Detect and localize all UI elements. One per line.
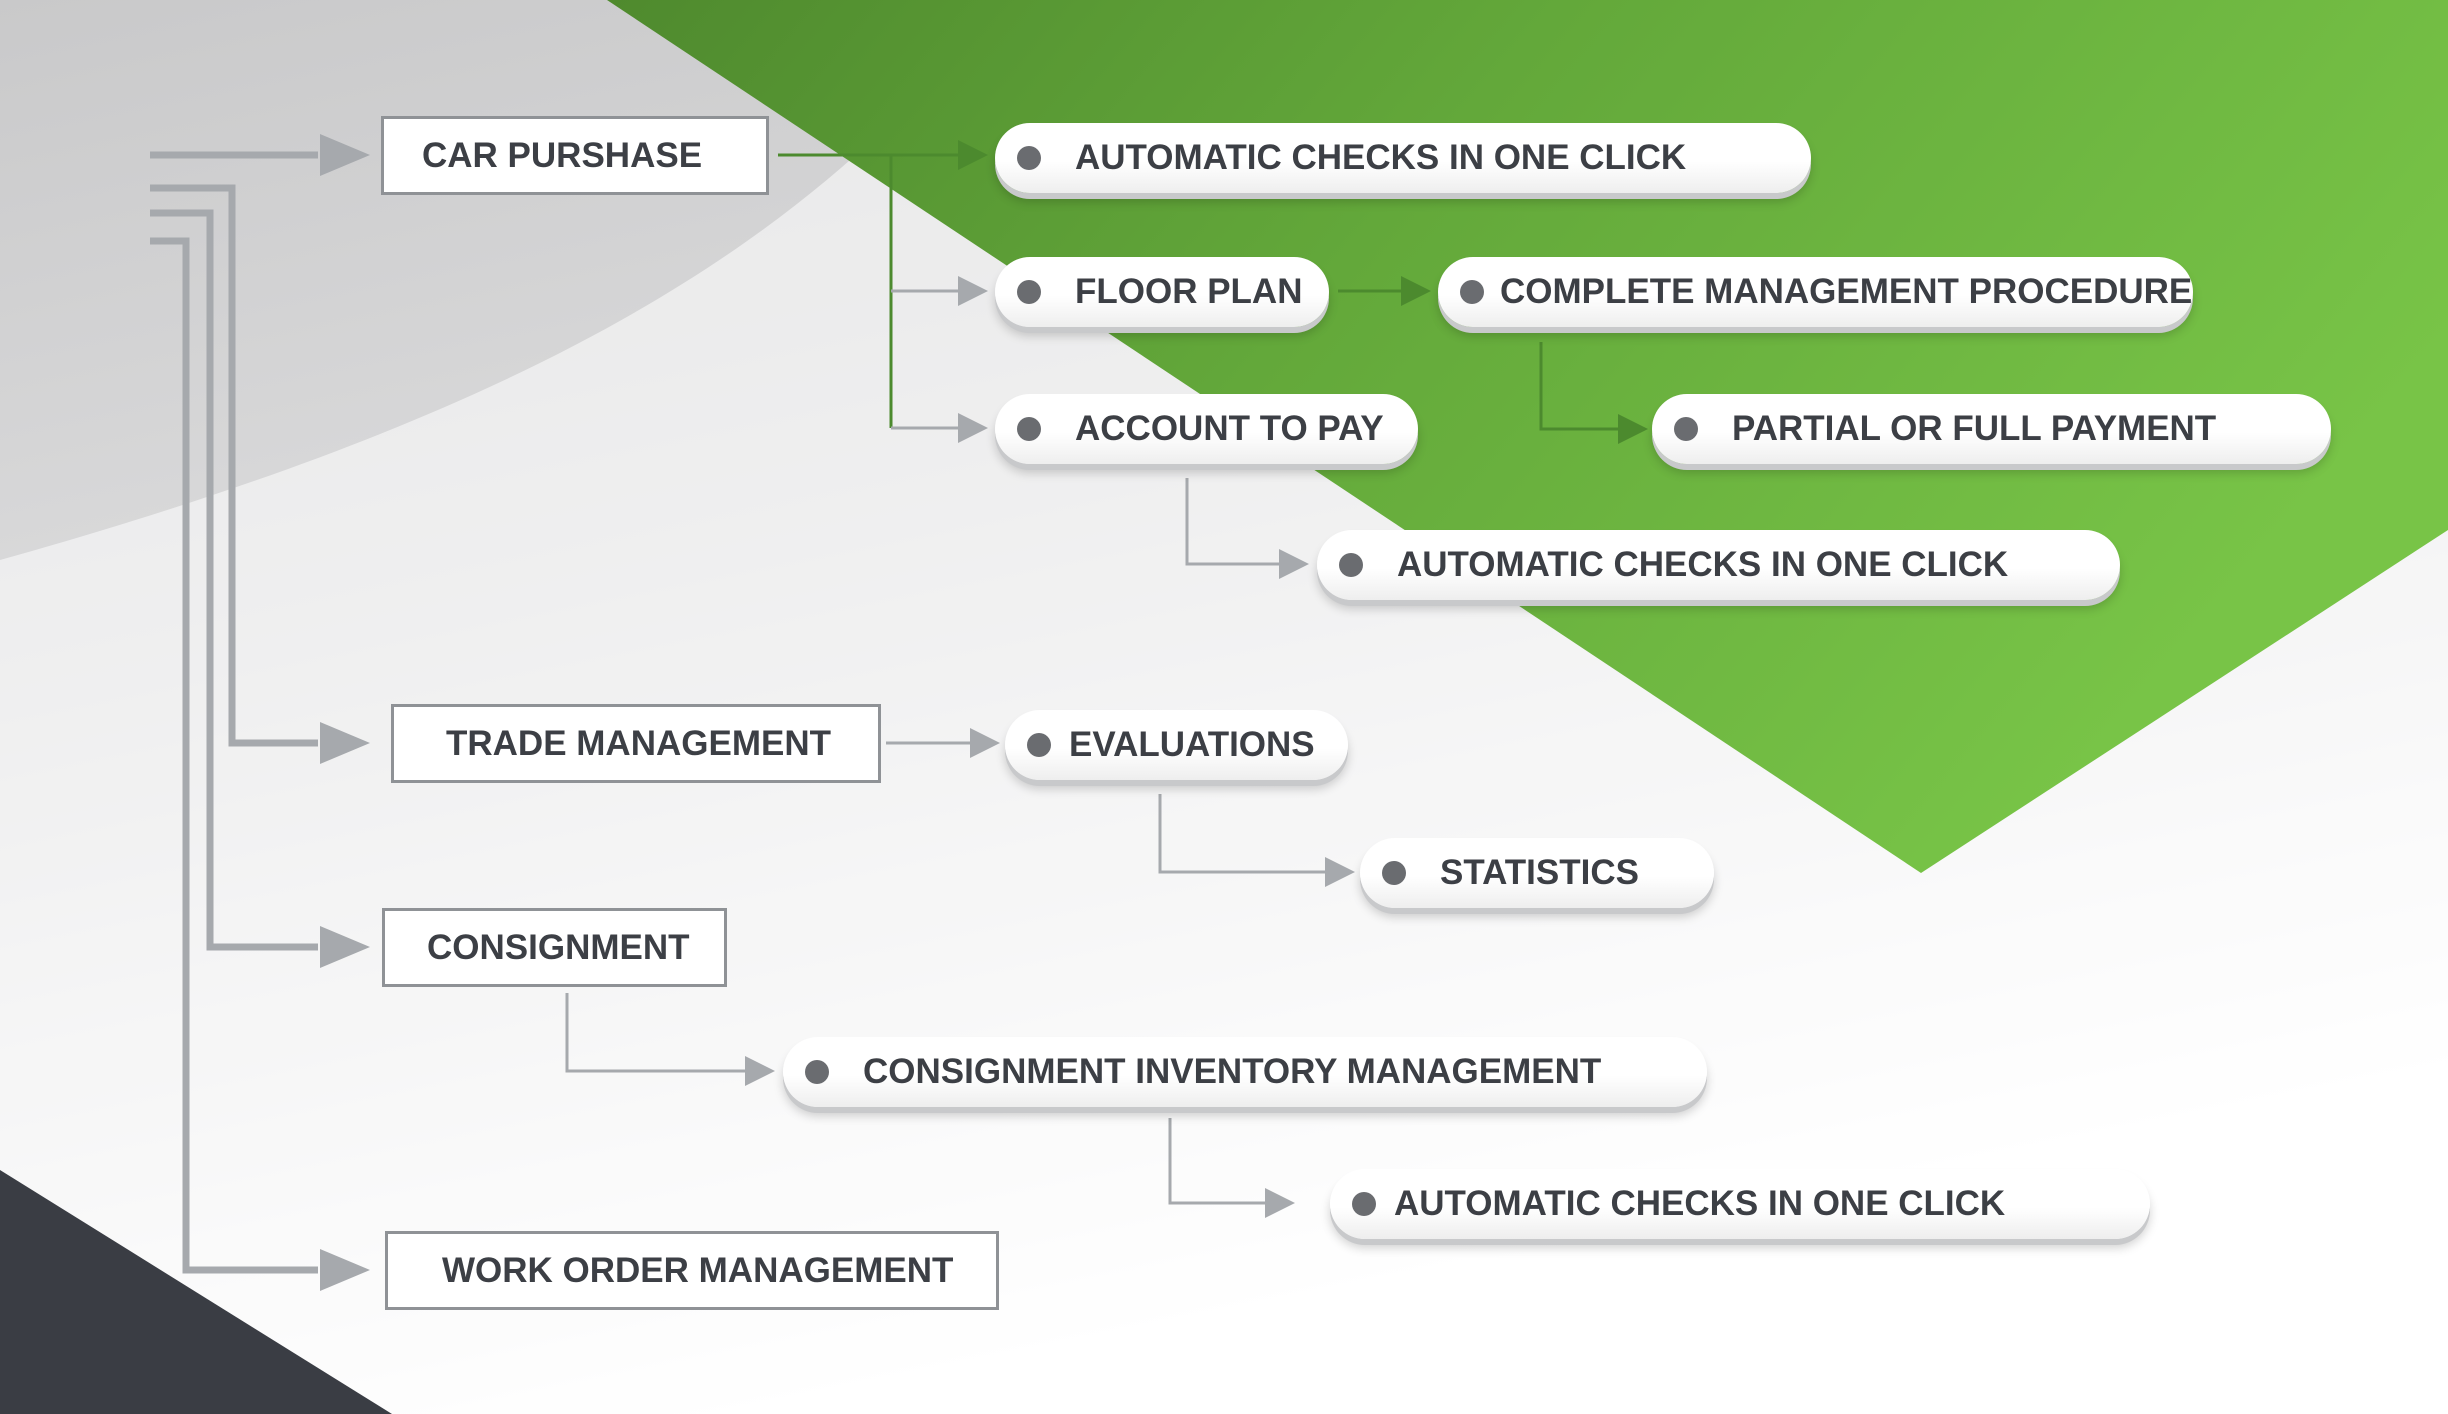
feature-label: COMPLETE MANAGEMENT PROCEDURE — [1500, 272, 2193, 311]
bullet-dot — [1352, 1192, 1376, 1216]
bullet-dot — [1017, 280, 1041, 304]
category-box-trade-management: TRADE MANAGEMENT — [391, 704, 881, 783]
trunk-consignment — [150, 209, 318, 951]
trunk-trade-management — [150, 184, 318, 747]
bullet-dot — [805, 1060, 829, 1084]
category-box-car-purchase: CAR PURSHASE — [381, 116, 769, 195]
feature-pill-consignment-inventory-management: CONSIGNMENT INVENTORY MANAGEMENT — [783, 1037, 1707, 1107]
gray-branches — [565, 276, 1355, 1218]
bullet-dot — [1017, 146, 1041, 170]
bullet-dot — [1339, 553, 1363, 577]
trunk-arrow-work-order — [320, 1249, 370, 1291]
charcoal-corner — [0, 1170, 392, 1414]
trunk-arrow-car-purchase — [320, 134, 370, 176]
feature-label: FLOOR PLAN — [1075, 272, 1303, 311]
category-label: WORK ORDER MANAGEMENT — [442, 1250, 954, 1290]
feature-pill-partial-or-full-payment: PARTIAL OR FULL PAYMENT — [1652, 394, 2331, 464]
category-label: CAR PURSHASE — [422, 135, 703, 175]
category-box-work-order-management: WORK ORDER MANAGEMENT — [385, 1231, 999, 1310]
feature-pill-automatic-checks-1: AUTOMATIC CHECKS IN ONE CLICK — [995, 123, 1811, 193]
edge-complete-procedure-partial-payment — [1539, 342, 1648, 444]
category-label: CONSIGNMENT — [427, 927, 690, 967]
edge-consignment-inventory — [565, 993, 775, 1086]
feature-label: AUTOMATIC CHECKS IN ONE CLICK — [1397, 545, 2009, 584]
trunk-arrow-consignment — [320, 926, 370, 968]
feature-pill-automatic-checks-3: AUTOMATIC CHECKS IN ONE CLICK — [1330, 1169, 2150, 1239]
feature-label: CONSIGNMENT INVENTORY MANAGEMENT — [863, 1052, 1602, 1091]
feature-pill-evaluations: EVALUATIONS — [1005, 710, 1348, 780]
bullet-dot — [1027, 733, 1051, 757]
trunk-work-order — [150, 237, 318, 1274]
feature-label: STATISTICS — [1440, 853, 1639, 892]
feature-pill-complete-management-procedure: COMPLETE MANAGEMENT PROCEDURE — [1438, 257, 2193, 327]
edge-evaluations-statistics — [1158, 794, 1355, 887]
feature-pill-automatic-checks-2: AUTOMATIC CHECKS IN ONE CLICK — [1317, 530, 2120, 600]
bullet-dot — [1382, 861, 1406, 885]
feature-pill-statistics: STATISTICS — [1360, 838, 1714, 908]
feature-label: AUTOMATIC CHECKS IN ONE CLICK — [1075, 138, 1687, 177]
feature-label: EVALUATIONS — [1069, 725, 1315, 764]
trunk-lines — [150, 151, 318, 1274]
category-label: TRADE MANAGEMENT — [446, 723, 831, 763]
edge-account-to-pay-automatic-checks — [1185, 478, 1309, 579]
feature-label: PARTIAL OR FULL PAYMENT — [1732, 409, 2217, 448]
feature-pill-floor-plan: FLOOR PLAN — [995, 257, 1329, 327]
feature-label: ACCOUNT TO PAY — [1075, 409, 1384, 448]
trunk-arrow-trade-management — [320, 722, 370, 764]
feature-label: AUTOMATIC CHECKS IN ONE CLICK — [1394, 1184, 2006, 1223]
green-triangle — [607, 0, 2448, 873]
bullet-dot — [1674, 417, 1698, 441]
bullet-dot — [1460, 280, 1484, 304]
bullet-dot — [1017, 417, 1041, 441]
trunk-arrowheads — [320, 134, 370, 1291]
feature-pill-account-to-pay: ACCOUNT TO PAY — [995, 394, 1418, 464]
edge-inventory-automatic-checks — [1168, 1118, 1295, 1218]
category-box-consignment: CONSIGNMENT — [382, 908, 727, 987]
